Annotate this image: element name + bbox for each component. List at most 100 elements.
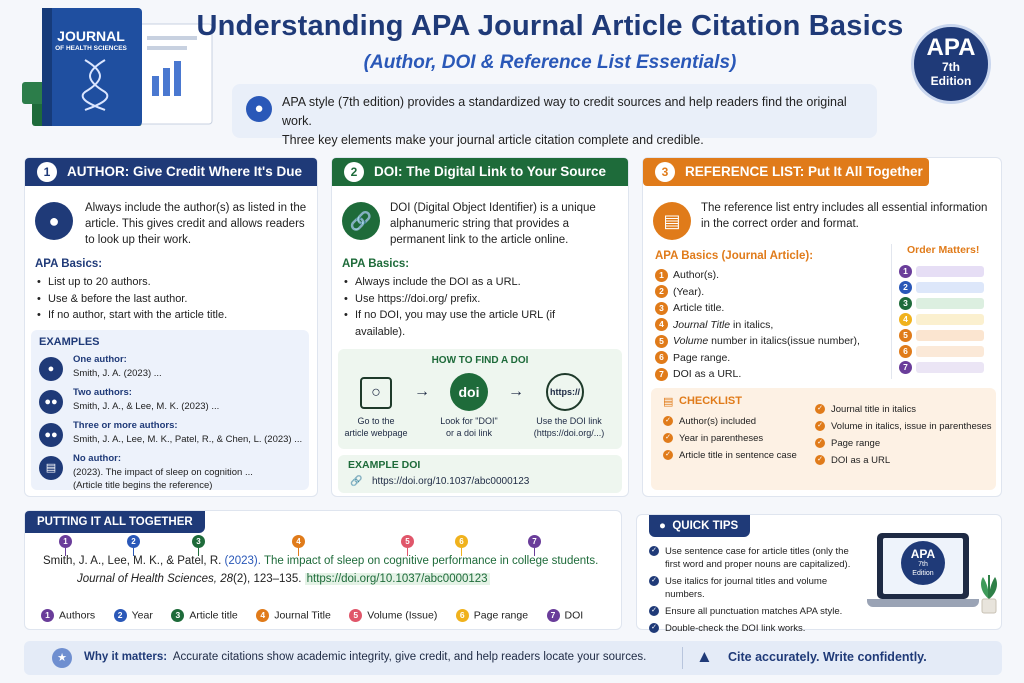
check-icon: ✓ xyxy=(815,404,825,415)
together-label: PUTTING IT ALL TOGETHER xyxy=(25,511,205,533)
legend-num: 1 xyxy=(41,608,54,622)
tips-list: ✓ Use sentence case for article titles (o… xyxy=(649,545,859,639)
item-italic: Journal Title xyxy=(673,318,731,331)
tips-label: QUICK TIPS xyxy=(672,520,739,532)
badge-edition: Edition xyxy=(930,74,972,88)
example-one-author: ● One author: Smith, J. A. (2023) ... xyxy=(39,354,309,388)
tip-item: ✓Use sentence case for article titles (o… xyxy=(649,545,859,571)
link-icon: 🔗 xyxy=(342,202,380,240)
example-value: Smith, J. A., Lee, M. K., Patel, R., & C… xyxy=(73,434,303,445)
example-doi-value[interactable]: https://doi.org/10.1037/abc0000123 xyxy=(372,476,530,487)
reference-basics-label: APA Basics (Journal Article): xyxy=(655,250,814,262)
author-heading: AUTHOR: Give Credit Where It's Due xyxy=(67,164,302,179)
step-label: Look for "DOI" xyxy=(440,416,498,426)
check-icon: ✓ xyxy=(663,416,673,427)
doi-basic-item: Use https://doi.org/ prefix. xyxy=(344,291,564,308)
mark-volume: 5 xyxy=(401,535,414,548)
laptop-badge-edition: Edition xyxy=(912,570,934,577)
document-icon: ▤ xyxy=(39,456,63,480)
checklist-item: ✓Year in parentheses xyxy=(663,430,813,447)
author-basics-label: APA Basics: xyxy=(35,258,103,270)
author-basic-item: If no author, start with the article tit… xyxy=(37,307,307,324)
item-text: Author(s). xyxy=(673,269,720,281)
example-value: Smith, J. A., & Lee, M. K. (2023) ... xyxy=(73,401,220,412)
why-label: Why it matters: xyxy=(84,651,168,663)
step-label: or a doi link xyxy=(445,428,493,438)
plant-icon xyxy=(981,575,997,614)
legend-text: Authors xyxy=(59,609,96,621)
mark-line xyxy=(534,548,535,556)
tips-panel: ● QUICK TIPS ✓Use sentence case for arti… xyxy=(636,514,1002,634)
together-panel: PUTTING IT ALL TOGETHER 1 2 3 4 5 6 7 Sm… xyxy=(24,510,622,630)
doi-basic-item: Always include the DOI as a URL. xyxy=(344,274,564,291)
checklist-text: Journal title in italics xyxy=(831,404,917,415)
author-basic-item: Use & before the last author. xyxy=(37,291,307,308)
checklist-item: ✓ Article title in sentence case xyxy=(663,447,813,464)
globe-icon: ○ xyxy=(360,377,392,409)
reference-desc: The reference list entry includes all es… xyxy=(701,202,988,230)
laptop-screen: APA 7th Edition xyxy=(877,533,969,599)
example-title: No author: xyxy=(73,453,122,464)
intro-line-1: APA style (7th edition) provides a stand… xyxy=(282,95,847,128)
footer-divider xyxy=(682,647,683,669)
mark-doi: 7 xyxy=(528,535,541,548)
reference-num: 3 xyxy=(655,162,675,182)
reference-header: 3 REFERENCE LIST: Put It All Together xyxy=(643,158,929,186)
item-num: 3 xyxy=(655,301,668,315)
item-num: 4 xyxy=(655,318,668,332)
checklist-text: Author(s) included xyxy=(679,416,757,427)
lightbulb-icon: ● xyxy=(659,520,666,532)
checklist-text: Article title in sentence case xyxy=(679,450,797,461)
badge-apa: APA xyxy=(926,34,976,61)
item-italic: Volume xyxy=(673,335,709,347)
book-title: JOURNAL xyxy=(57,28,125,44)
tip-item: ✓Ensure all punctuation matches APA styl… xyxy=(649,605,859,618)
item-text: Article title. xyxy=(673,302,725,314)
example-title: Three or more authors: xyxy=(73,420,178,431)
doi-basic-item: If no DOI, you may use the article URL (… xyxy=(344,307,564,340)
citation-title: The impact of sleep on cognitive perform… xyxy=(260,555,599,567)
page-title: Understanding APA Journal Article Citati… xyxy=(196,10,904,42)
citation-authors: Smith, J. A., Lee, M. K., & Patel, R. xyxy=(43,555,222,567)
example-three-authors: ●● Three or more authors: Smith, J. A., … xyxy=(39,420,309,454)
checklist-item: ✓ Journal title in italics xyxy=(815,401,995,418)
check-icon: ✓ xyxy=(815,421,825,432)
reference-panel: 3 REFERENCE LIST: Put It All Together ▤ T… xyxy=(642,157,1002,497)
tip-text: Use italics for journal titles and volum… xyxy=(665,576,828,600)
find-doi-label: HOW TO FIND A DOI xyxy=(431,355,529,366)
check-icon: ✓ xyxy=(649,606,659,616)
intro-line-2: Three key elements make your journal art… xyxy=(282,133,704,147)
step-label: Go to the xyxy=(357,416,395,426)
check-icon: ✓ xyxy=(663,450,673,461)
checklist-icon: ▤ xyxy=(663,396,674,408)
two-people-icon: ●● xyxy=(39,390,63,414)
checklist-text: Year in parentheses xyxy=(679,433,764,444)
mark-line xyxy=(298,548,299,556)
citation-line-2: Journal of Health Sciences, 28(2), 123–1… xyxy=(77,573,490,585)
citation-doi[interactable]: https://doi.org/10.1037/abc0000123 xyxy=(304,573,490,585)
item-num: 1 xyxy=(655,268,668,282)
step-2-label: Look for "DOI" or a doi link xyxy=(428,415,510,439)
reference-item: 1 Author(s). xyxy=(655,267,885,284)
order-bar xyxy=(916,266,984,277)
author-desc: Always include the author(s) as listed i… xyxy=(85,202,307,246)
example-value: (2023). The impact of sleep on cognition… xyxy=(73,466,313,492)
tip-text: Use sentence case for article titles (on… xyxy=(665,546,851,570)
check-icon: ✓ xyxy=(815,455,825,466)
example-value-line1: (2023). The impact of sleep on cognition… xyxy=(73,467,253,478)
item-text: number in italics(issue number), xyxy=(708,335,860,347)
doi-desc: DOI (Digital Object Identifier) is a uni… xyxy=(390,202,596,246)
reference-heading: REFERENCE LIST: Put It All Together xyxy=(685,164,923,179)
citation-year: (2023). xyxy=(221,555,261,567)
citation-line-1: Smith, J. A., Lee, M. K., & Patel, R. (2… xyxy=(43,555,598,567)
step-label: (https://doi.org/...) xyxy=(533,428,605,438)
author-basic-item: List up to 20 authors. xyxy=(37,274,307,291)
mark-year: 2 xyxy=(127,535,140,548)
checklist-text: Page range xyxy=(831,438,881,449)
